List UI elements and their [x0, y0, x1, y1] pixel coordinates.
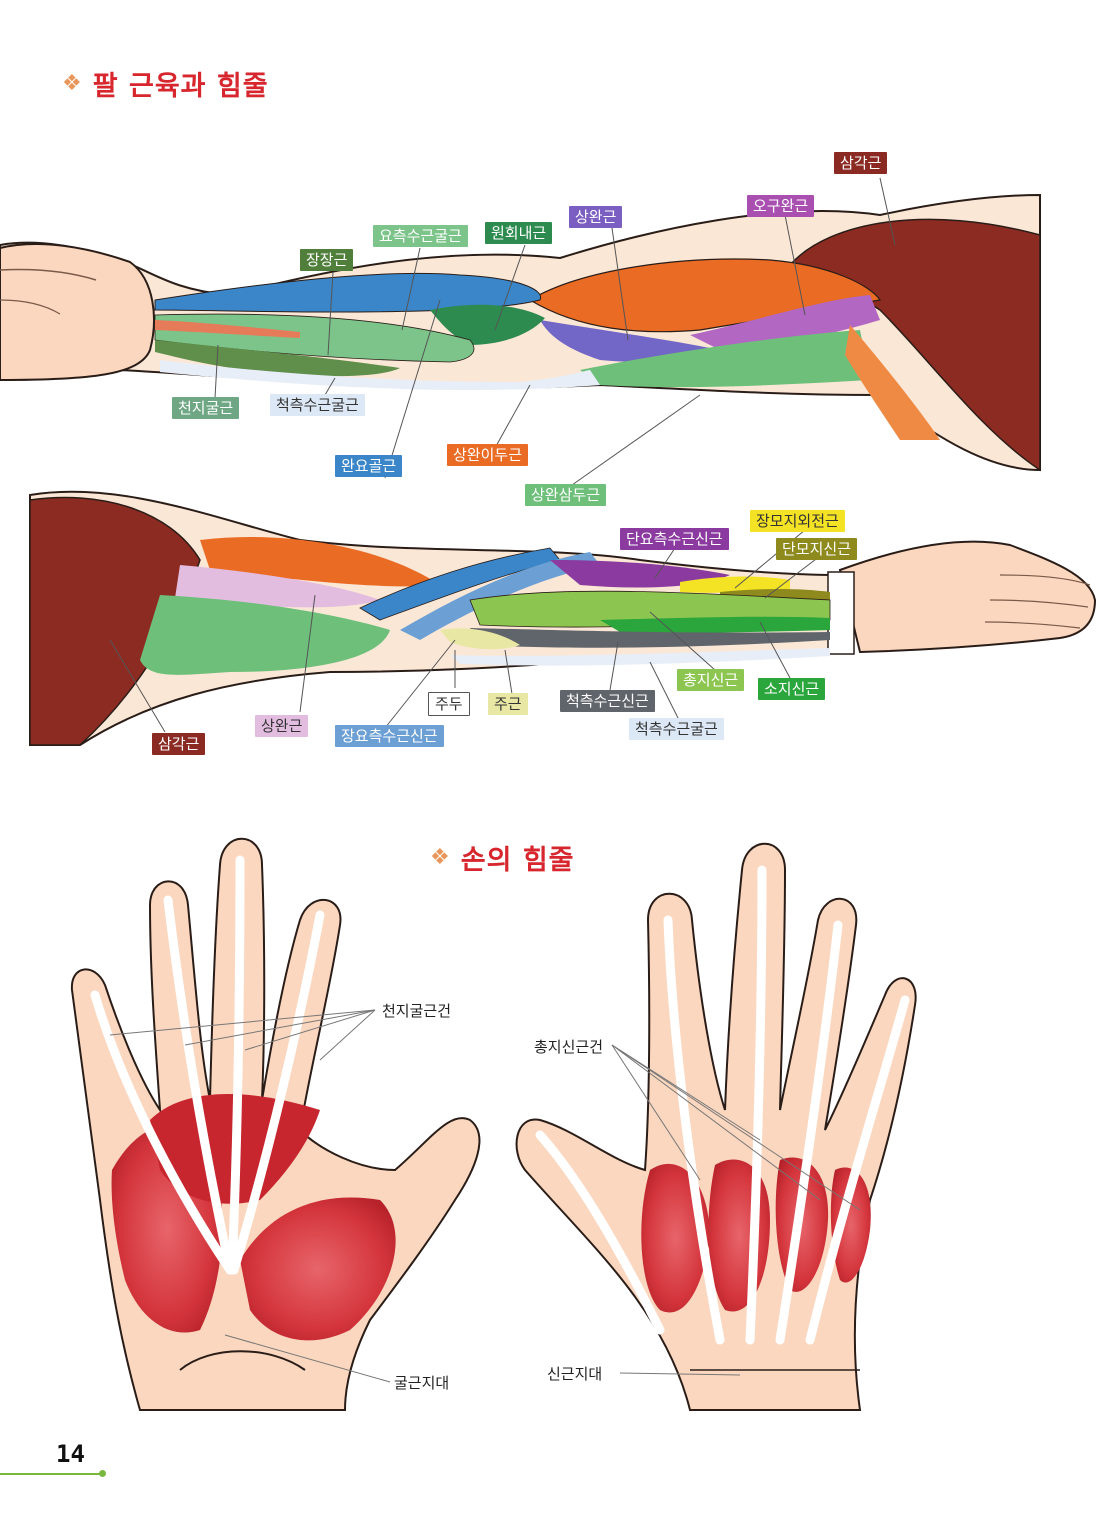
page-number: 14 [56, 1440, 85, 1468]
label-biceps: 상완이두근 [447, 444, 529, 466]
label-edc-tendon: 총지신근건 [532, 1036, 606, 1057]
label-edc: 총지신근 [677, 669, 745, 691]
label-epb: 단모지신근 [776, 538, 858, 560]
label-brachialis-lower: 상완근 [255, 715, 309, 737]
label-ecrb: 단요측수근신근 [620, 528, 729, 550]
diamond-bullet-icon: ❖ [430, 845, 451, 870]
label-fcu-upper: 척측수근굴근 [270, 394, 365, 416]
label-fcu-lower: 척측수근굴근 [629, 718, 724, 740]
label-extensor-retinaculum: 신근지대 [545, 1363, 605, 1384]
label-deltoid-lower: 삼각근 [152, 733, 206, 755]
leader-lines-back [611, 1044, 861, 1376]
page-number-rule [0, 1473, 102, 1475]
arm-illustration-flexor [0, 193, 1041, 472]
label-edm: 소지신근 [758, 678, 826, 700]
label-fds-tendon: 천지굴근건 [380, 1000, 454, 1021]
label-fds: 천지굴근 [172, 397, 240, 419]
label-elbow-tip: 주두 [428, 692, 470, 716]
arm-illustration-extensor [29, 490, 1097, 746]
page-number-dot [99, 1470, 106, 1477]
label-palmaris-longus: 장장근 [300, 249, 354, 271]
leader-lines-palm [109, 1009, 391, 1383]
label-fcr: 요측수근굴근 [373, 225, 468, 247]
label-coracobrachialis: 오구완근 [747, 195, 815, 217]
label-deltoid-upper: 삼각근 [834, 152, 888, 174]
hand-illustration-back [515, 842, 917, 1411]
section-title-hand: ❖ 손의 힘줄 [430, 838, 575, 877]
diamond-bullet-icon: ❖ [62, 71, 83, 96]
label-ecrl: 장요측수근신근 [335, 725, 444, 747]
hand-illustration-palm [70, 837, 481, 1411]
label-flexor-retinaculum: 굴근지대 [392, 1372, 452, 1393]
label-triceps: 상완삼두근 [525, 484, 607, 506]
label-pronator-teres: 원회내근 [485, 222, 553, 244]
label-anconeus: 주근 [488, 693, 528, 715]
section-title-arm-text: 팔 근육과 힘줄 [92, 71, 269, 102]
section-title-arm: ❖ 팔 근육과 힘줄 [62, 64, 269, 103]
label-ecu: 척측수근신근 [560, 690, 655, 712]
label-brachialis-upper: 상완근 [569, 206, 623, 228]
leader-lines-lower [109, 529, 821, 733]
leader-lines-upper [214, 177, 896, 486]
label-apl: 장모지외전근 [750, 510, 845, 532]
label-brachioradialis: 완요골근 [335, 455, 403, 477]
section-title-hand-text: 손의 힘줄 [460, 845, 575, 876]
